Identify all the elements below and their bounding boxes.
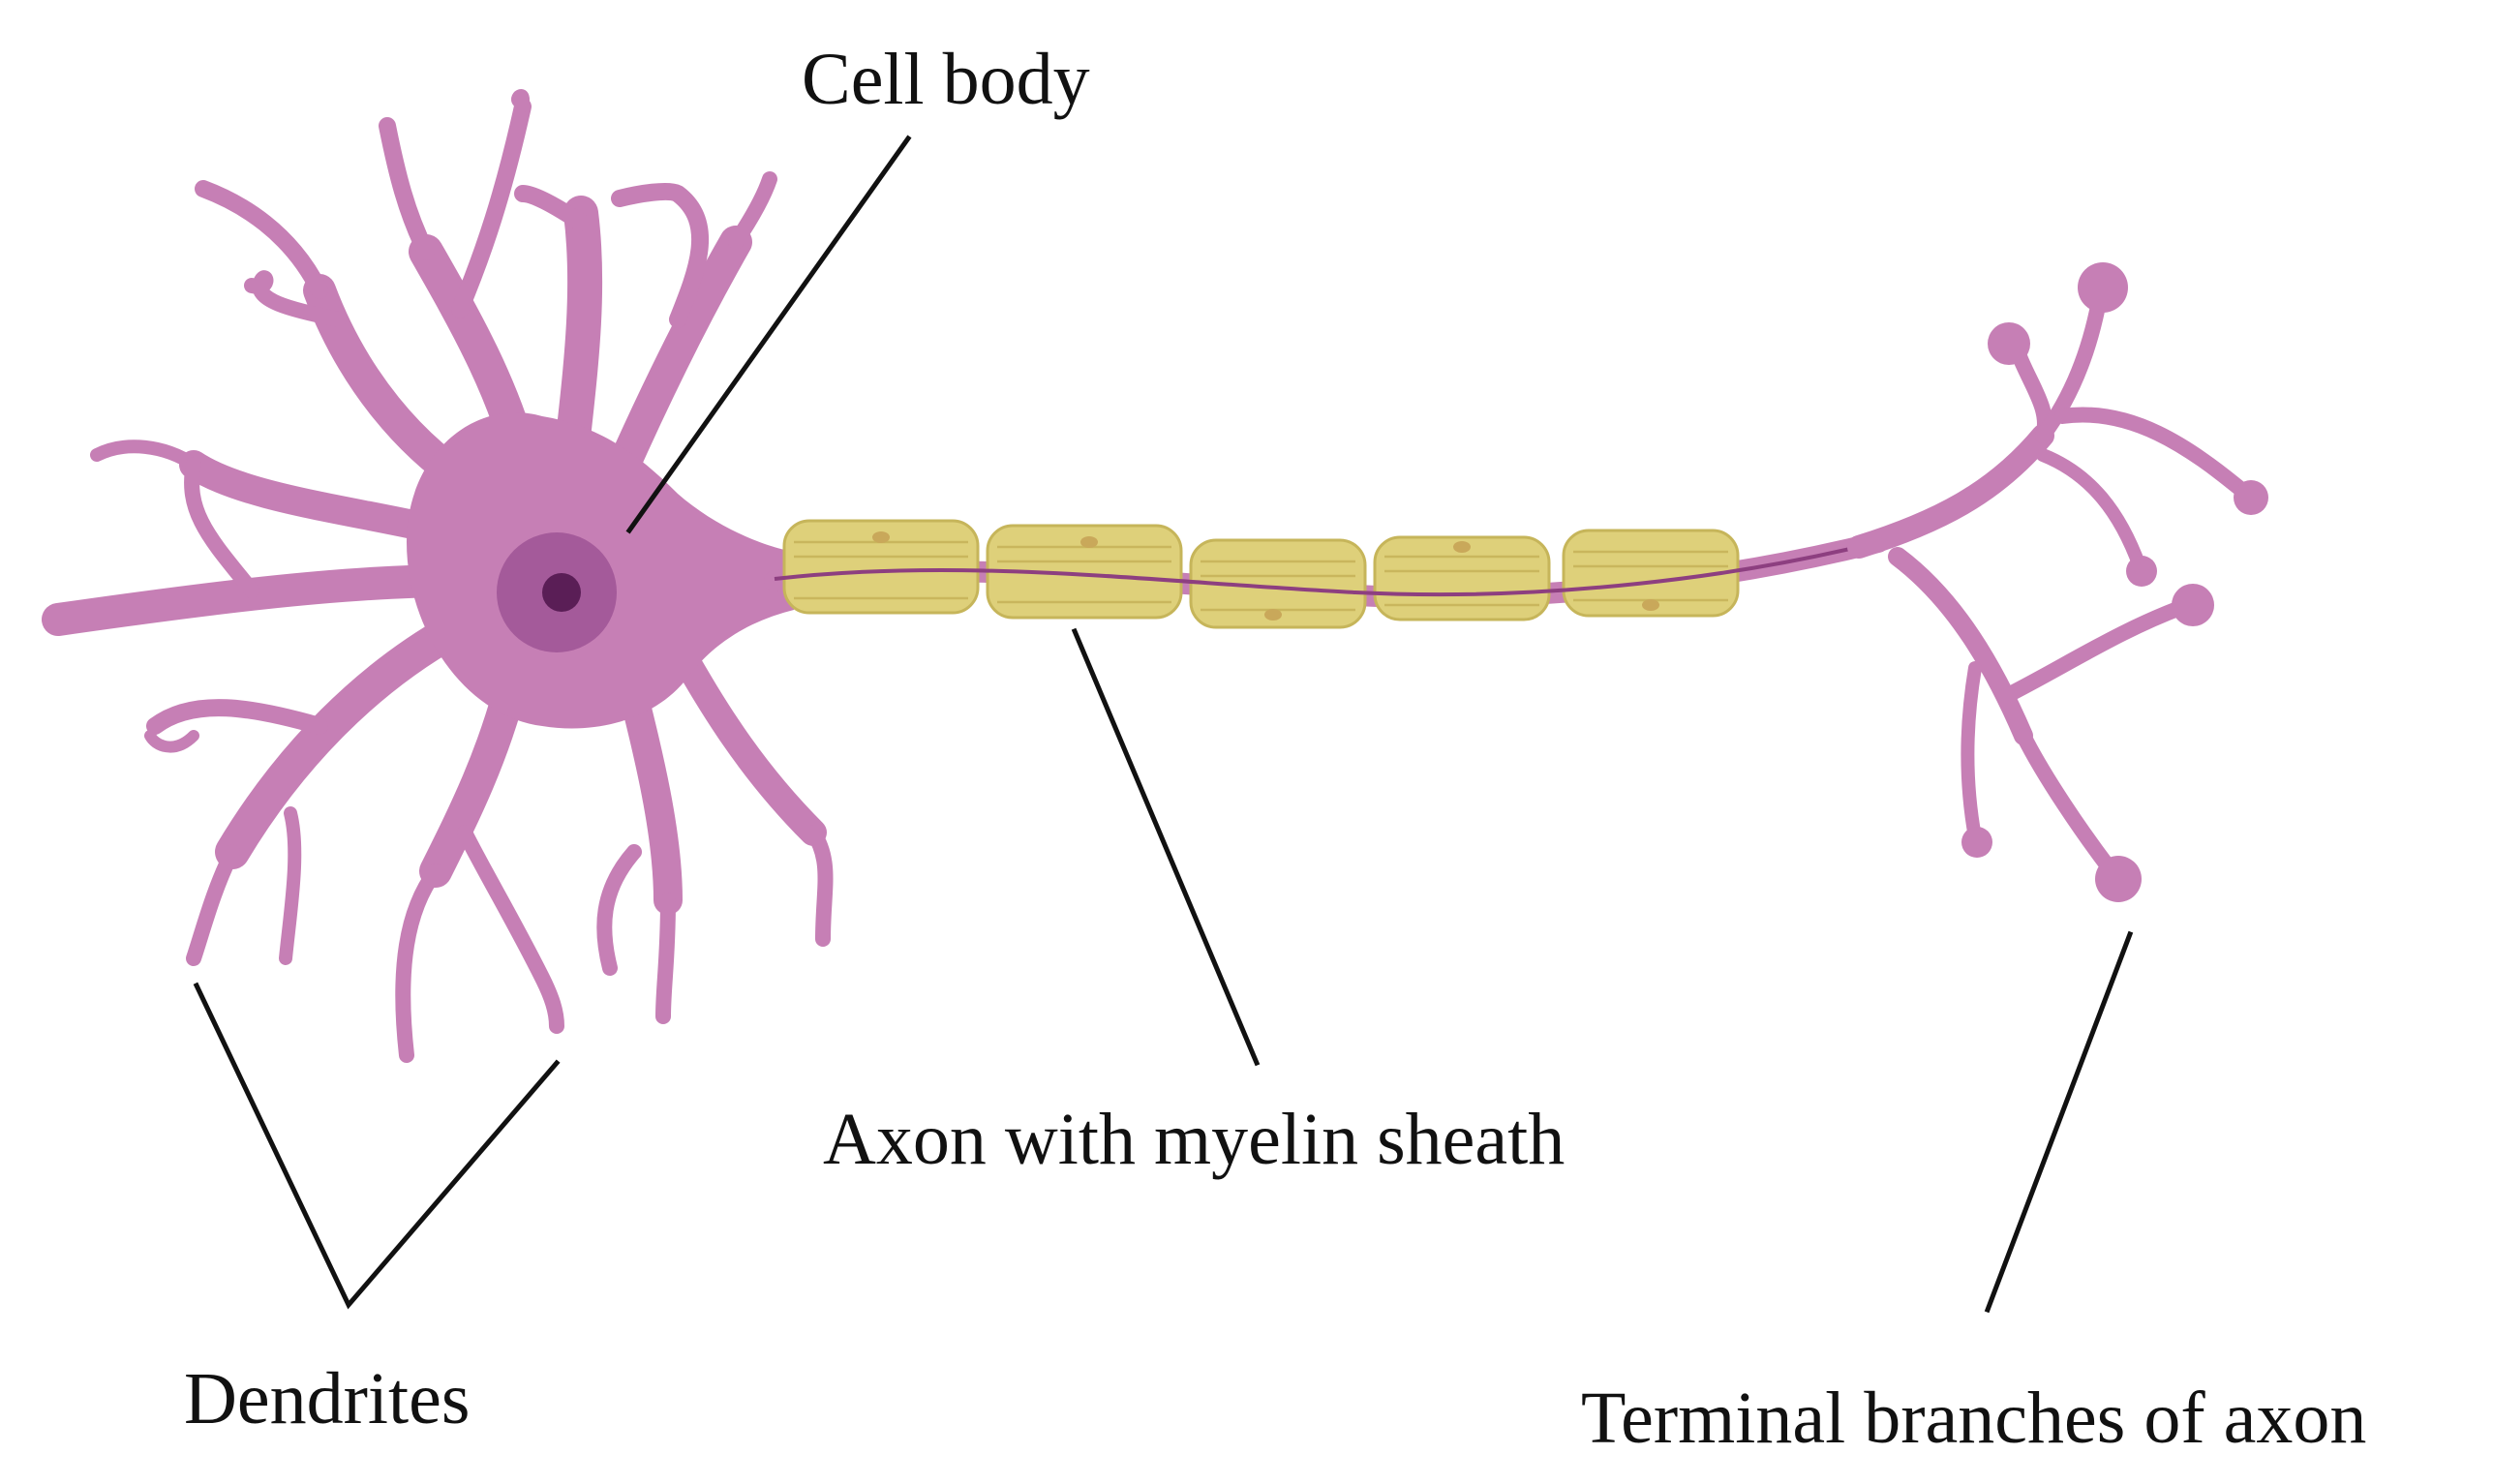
dendrite-top-left-branch: [451, 98, 532, 318]
dendrite-top-mid-left: [514, 185, 590, 231]
dendrite-top-mid: [554, 196, 603, 472]
terminal-branch-upper-4: [2036, 448, 2146, 573]
dendrite-bottom-mid-left: [395, 863, 443, 1063]
terminal-branch-lower-3: [1996, 597, 2196, 705]
myelin-sheath: [782, 519, 1740, 629]
terminal-label: Terminal branches of axon: [1581, 1378, 2366, 1459]
myelin-nuclei: [872, 531, 1659, 621]
terminal-bulb-2: [2078, 262, 2128, 313]
dendrite-bottom-right-tip: [655, 893, 676, 1024]
dendrites: [42, 89, 834, 1063]
dendrite-bottom-left-branch-tip: [144, 730, 199, 753]
dendrite-bottom-far-right-tip: [806, 825, 834, 947]
axon-terminals: [1847, 262, 2268, 902]
dendrite-bottom-left-tip: [186, 844, 240, 966]
terminal-bulb-7: [2095, 856, 2142, 902]
dendrite-bottom-left-branch: [146, 699, 328, 735]
terminal-branch-upper-3: [2054, 407, 2254, 501]
axon-leader: [1071, 627, 1261, 1067]
dendrite-bottom-mid-right: [457, 825, 564, 1034]
dendrite-top-right-branch: [611, 182, 709, 328]
dendrites-leader: [193, 982, 561, 1310]
axon-inner-line: [774, 540, 1879, 597]
dendrite-top-right: [603, 226, 752, 491]
terminal-bulb-5: [2172, 584, 2214, 626]
dendrite-upper-left-branch: [244, 270, 347, 327]
myelin-stripes: [794, 540, 1728, 612]
terminal-branch-lower-1: [2016, 728, 2123, 884]
cell-body-label: Cell body: [802, 39, 1090, 120]
dendrite-bottom-left: [215, 612, 472, 869]
terminal-branch-lower-2: [1961, 661, 1982, 844]
dendrite-bottom-left-sub: [279, 806, 302, 965]
terminal-trunk: [1847, 424, 2054, 559]
dendrite-top-right-tip: [728, 171, 777, 250]
labels: Cell body Axon with myelin sheath Dendri…: [184, 39, 2366, 1459]
cell-body-group: [407, 412, 794, 729]
terminal-bulb-4: [2126, 556, 2157, 587]
terminal-bulb-1: [1988, 322, 2030, 365]
terminal-bulb-3: [2234, 480, 2268, 515]
nucleolus: [542, 573, 581, 612]
dendrites-label: Dendrites: [184, 1358, 470, 1439]
dendrite-top-left-tip: [379, 117, 435, 260]
terminal-trunk-lower: [1888, 547, 2033, 745]
leader-lines: [193, 135, 2134, 1314]
axon-label: Axon with myelin sheath: [823, 1099, 1565, 1180]
dendrite-upper-left-tip: [195, 180, 328, 299]
dendrite-far-left: [42, 564, 471, 636]
dendrite-far-left-upper-tip: [90, 439, 200, 471]
dendrite-bottom-right-branch: [596, 844, 642, 976]
terminal-leader: [1984, 930, 2134, 1314]
axon: [764, 519, 1889, 629]
cell-body-leader: [625, 135, 912, 534]
myelin-segment-1: [782, 519, 980, 615]
dendrite-far-left-branch: [184, 457, 259, 598]
dendrite-top-left-branch-tip: [511, 89, 530, 112]
terminal-bulb-6: [1961, 827, 1992, 858]
